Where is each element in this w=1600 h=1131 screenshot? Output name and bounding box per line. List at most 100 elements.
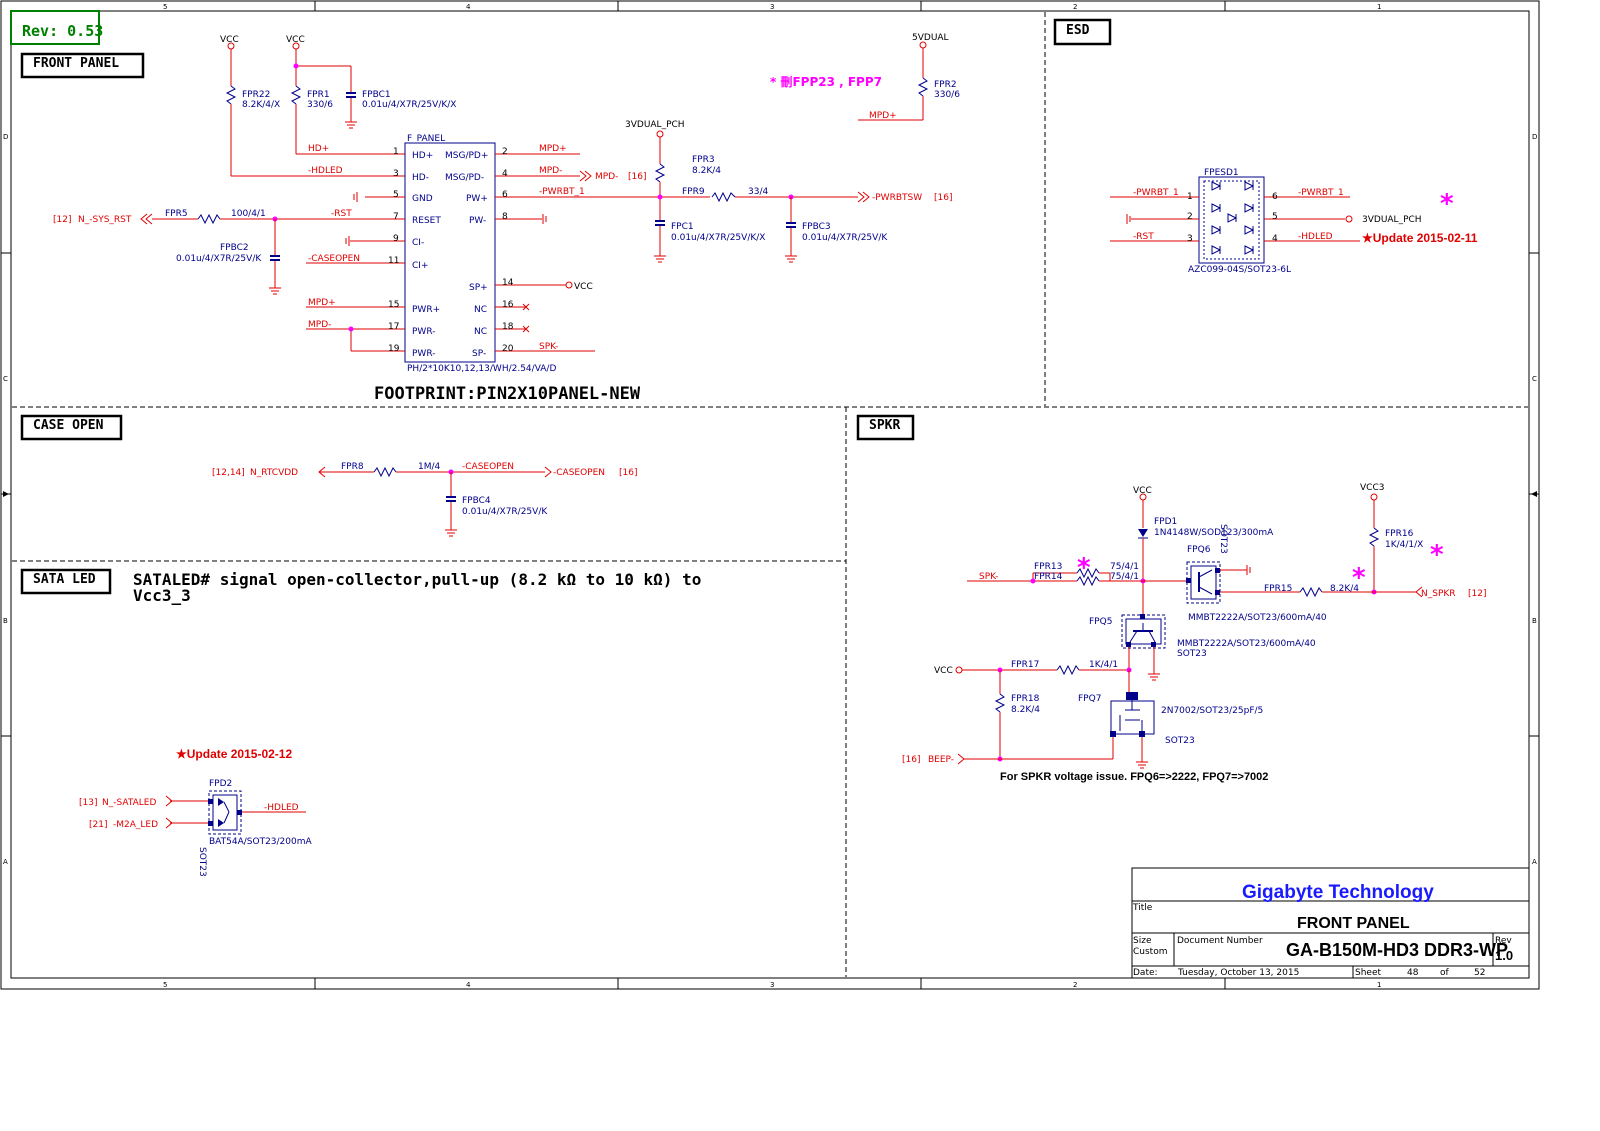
rst-net: -RST: [331, 209, 352, 219]
rtcvdd-ref: [12,14]: [212, 468, 245, 478]
n-spkr-net: N_SPKR: [1421, 589, 1456, 599]
row-label-c-right: C: [1532, 375, 1537, 383]
spkr-vcc-left: VCC: [934, 666, 953, 676]
sataled-ref: [13]: [79, 798, 97, 808]
row-label-b-right: B: [1532, 617, 1537, 625]
sataled-note-line1: SATALED# signal open-collector,pull-up (…: [133, 570, 701, 589]
sataled-net: N_-SATALED: [102, 798, 156, 808]
fpq5-value: MMBT2222A/SOT23/600mA/40: [1177, 639, 1316, 649]
size-value: Custom: [1133, 947, 1167, 957]
fpr1-value: 330/6: [307, 100, 333, 110]
mpd-minus-net-left: MPD-: [308, 320, 331, 330]
deleted-parts-note: * 刪FPP23 , FPP7: [770, 75, 882, 89]
beep-ref: [16]: [902, 755, 920, 765]
esd-hdled-right: -HDLED: [1298, 232, 1333, 242]
pwrbt-net: -PWRBT_1: [539, 187, 585, 197]
fpbc4-ref: FPBC4: [462, 496, 491, 506]
vcc-label-1: VCC: [220, 35, 239, 45]
row-label-d: D: [3, 133, 8, 141]
pin-name: MSG/PD+: [445, 151, 488, 161]
footprint-label: FOOTPRINT:PIN2X10PANEL-NEW: [374, 384, 641, 404]
spkr-vcc: VCC: [1133, 486, 1152, 496]
fpq7-package: SOT23: [1165, 736, 1195, 746]
col-label-5: 5: [163, 3, 167, 11]
fpr13-ref: FPR13: [1034, 562, 1062, 572]
fpd1-value: 1N4148W/SOD123/300mA: [1154, 528, 1274, 538]
hd-plus-net: HD+: [308, 144, 329, 154]
outer-frame: [0, 0, 1540, 990]
pin-name: SP-: [472, 349, 486, 359]
spkr-note: For SPKR voltage issue. FPQ6=>2222, FPQ7…: [1000, 771, 1268, 783]
pin-name: MSG/PD-: [445, 173, 484, 183]
mpd-minus-net: MPD-: [539, 166, 562, 176]
section-title-case-open: CASE OPEN: [33, 418, 104, 433]
sheet-label: Sheet: [1355, 968, 1381, 978]
document-number: GA-B150M-HD3 DDR3-WP: [1286, 940, 1508, 960]
fpr16-ref: FPR16: [1385, 529, 1414, 539]
sys-rst-ref: [12]: [53, 215, 71, 225]
fpq5-ref: FPQ5: [1089, 617, 1112, 627]
esd-part-value: AZC099-04S/SOT23-6L: [1188, 265, 1291, 275]
pin-num: 3: [393, 169, 399, 179]
caseopen-offpage: -CASEOPEN: [553, 468, 605, 478]
row-label-a-right: A: [1532, 858, 1537, 866]
pin-num: 7: [393, 212, 399, 222]
esd-part-ref: FPESD1: [1204, 168, 1239, 178]
caseopen-net: -CASEOPEN: [308, 254, 360, 264]
fpq5-package: SOT23: [1177, 649, 1207, 659]
pin-name: NC: [474, 327, 487, 337]
pin-num: 11: [388, 256, 399, 266]
section-title-front-panel: FRONT PANEL: [33, 56, 119, 71]
esd-pin: 1: [1187, 192, 1193, 202]
fpr14-value: 75/4/1: [1110, 572, 1139, 582]
v3dual-pch-label: 3VDUAL_PCH: [625, 120, 685, 130]
fpc1-ref: FPC1: [671, 222, 694, 232]
fpr14-ref: FPR14: [1034, 572, 1063, 582]
spkr-vcc3: VCC3: [1360, 483, 1384, 493]
pin-num: 6: [502, 190, 508, 200]
esd-update-note: ★Update 2015-02-11: [1362, 231, 1478, 245]
fpbc2-ref: FPBC2: [220, 243, 249, 253]
mpd-minus-ref: [16]: [628, 172, 646, 182]
fpr1-ref: FPR1: [307, 90, 330, 100]
row-label-d-right: D: [1532, 133, 1537, 141]
sata-update-note: ★Update 2015-02-12: [176, 747, 292, 761]
fpr8-ref: FPR8: [341, 462, 364, 472]
caseopen-net-2: -CASEOPEN: [462, 462, 514, 472]
fpr5-ref: FPR5: [165, 209, 188, 219]
connector-ref: F_PANEL: [407, 134, 445, 144]
section-title-sata-led: SATA LED: [33, 572, 96, 587]
pin-name: PWR+: [412, 305, 440, 315]
pin-name: SP+: [469, 283, 488, 293]
col-label-1: 1: [1377, 3, 1381, 11]
fpd2-ref: FPD2: [209, 779, 232, 789]
pin-num: 17: [388, 322, 399, 332]
fpr18-value: 8.2K/4: [1011, 705, 1040, 715]
esd-pin: 4: [1272, 234, 1278, 244]
sata-led-circuit: [165, 790, 306, 835]
sata-hdled-net: -HDLED: [264, 803, 299, 813]
row-label-a: A: [3, 858, 8, 866]
spkr-star-3: *: [1430, 540, 1444, 570]
fpq7-value: 2N7002/SOT23/25pF/5: [1161, 706, 1263, 716]
border-ticks: [1, 1, 1539, 989]
company-name: Gigabyte Technology: [1242, 882, 1434, 903]
caseopen-ref: [16]: [619, 468, 637, 478]
spkr-star-1: *: [1077, 553, 1091, 583]
esd-pin: 6: [1272, 192, 1278, 202]
pin-num: 2: [502, 147, 508, 157]
esd-v3dual: 3VDUAL_PCH: [1362, 215, 1422, 225]
pwrbtsw-offpage: -PWRBTSW: [872, 193, 922, 203]
sheet-number: 48: [1407, 968, 1419, 978]
spk-minus-net: SPK-: [539, 342, 558, 352]
hdled-net: -HDLED: [308, 166, 343, 176]
pin-name: PWR-: [412, 327, 435, 337]
inner-frame: [10, 10, 1530, 979]
spk-net: SPK-: [979, 572, 998, 582]
sataled-note-line2: Vcc3_3: [133, 586, 191, 605]
pin-name: PW+: [466, 194, 488, 204]
pin-num: 9: [393, 234, 399, 244]
date-value: Tuesday, October 13, 2015: [1177, 968, 1299, 978]
m2a-ref: [21]: [89, 820, 107, 830]
